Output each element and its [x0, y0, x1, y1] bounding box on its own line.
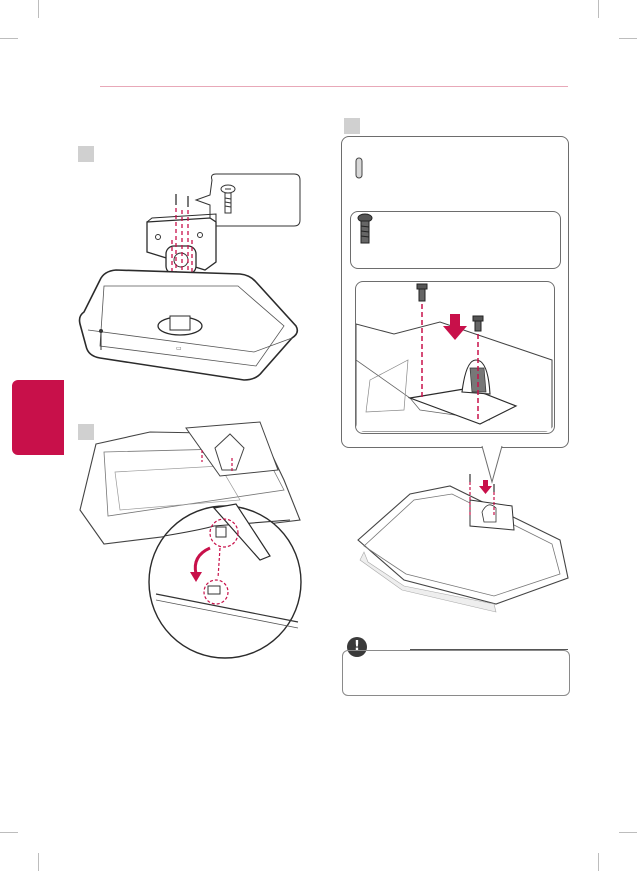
step-marker-3 [344, 118, 360, 134]
warning-icon: ! [347, 637, 367, 657]
crop-mark-br-v [598, 853, 599, 871]
note-divider [410, 649, 568, 650]
crop-mark-tr-v [598, 0, 599, 18]
crop-mark-bl-v [38, 853, 39, 871]
bolt-info-box [350, 211, 561, 269]
screw-icon [220, 184, 236, 214]
pin-icon [355, 157, 363, 179]
note-box [342, 650, 570, 696]
crop-mark-tl-v [38, 0, 39, 18]
header-rule [100, 86, 568, 87]
crop-mark-tl-h [0, 38, 18, 39]
crop-mark-bl-h [0, 832, 18, 833]
step-marker-1 [78, 146, 94, 162]
step-marker-2 [78, 424, 94, 440]
crop-mark-br-h [619, 832, 637, 833]
crop-mark-tr-h [619, 38, 637, 39]
chapter-side-tab [12, 380, 64, 455]
bolt-icon [357, 213, 373, 244]
svg-text:▭: ▭ [176, 345, 182, 352]
